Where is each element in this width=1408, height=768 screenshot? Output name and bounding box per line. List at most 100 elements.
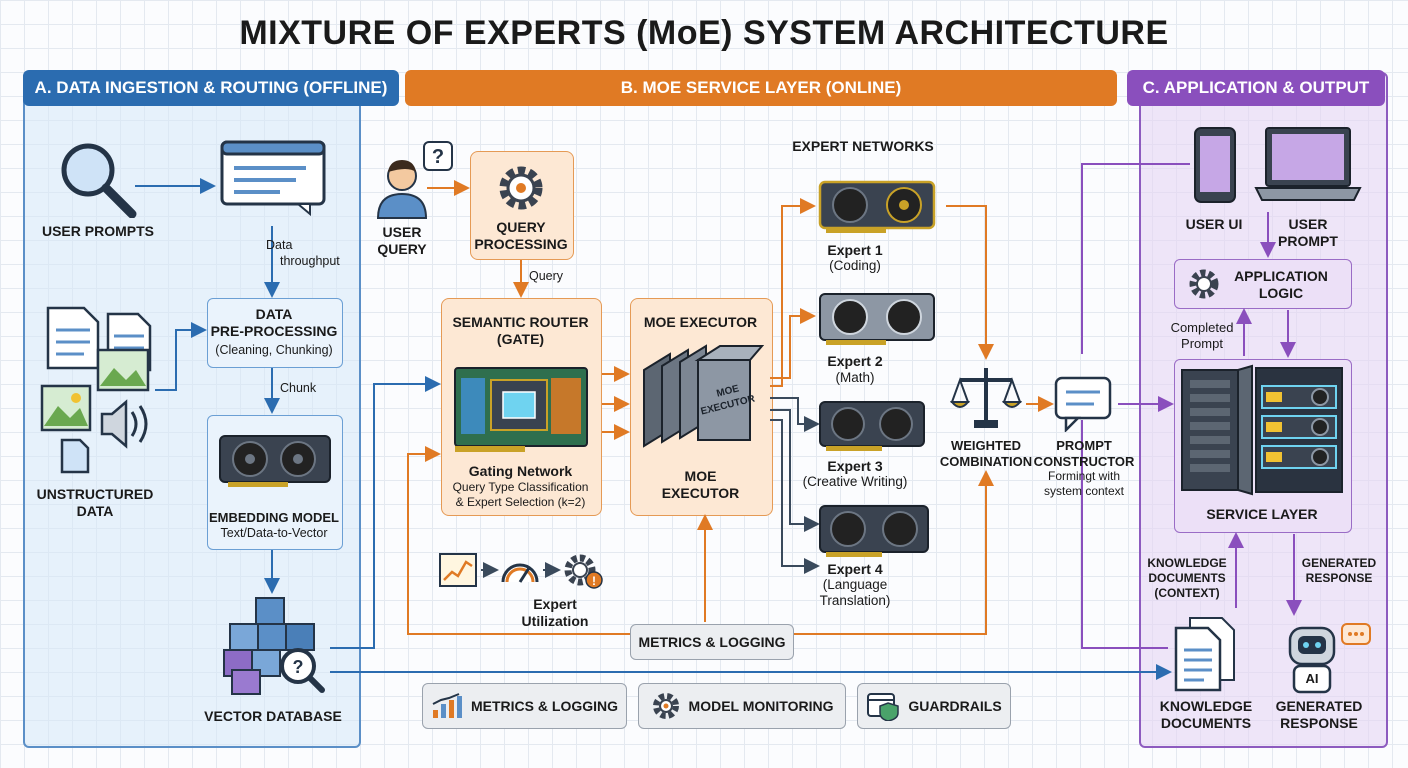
expert-2-gpu-icon — [819, 293, 935, 345]
unstructured-data-icon — [40, 306, 152, 474]
user-prompt-label-1: USER — [1288, 216, 1328, 232]
gating-network-sub-1: Query Type Classification — [452, 480, 589, 494]
balance-scale-icon — [950, 368, 1022, 428]
expert-3-name: Expert 3 — [827, 458, 883, 474]
knowledge-documents-icon — [1174, 617, 1235, 692]
prompt-constructor-2: CONSTRUCTOR — [1033, 454, 1135, 469]
phone-icon — [1194, 127, 1236, 203]
browser-window-icon — [220, 140, 326, 216]
footer-guardrails: GUARDRAILS — [857, 683, 1011, 729]
knowledge-context-3: (CONTEXT) — [1154, 586, 1220, 600]
query-label: Query — [529, 269, 564, 283]
trend-chart-icon — [439, 553, 477, 587]
gear-warning-icon: ! — [564, 554, 603, 589]
expert-4-desc-1: (Language — [822, 577, 888, 592]
query-processing-title-2: PROCESSING — [474, 236, 568, 252]
embedding-model-sub: Text/Data-to-Vector — [220, 526, 328, 540]
laptop-icon — [1254, 127, 1362, 201]
data-throughput-label-1: Data — [266, 238, 293, 252]
completed-prompt-2: Prompt — [1181, 336, 1223, 351]
embedding-gpu-icon — [219, 435, 331, 487]
generated-response-label-2: RESPONSE — [1280, 715, 1358, 731]
preprocessing-title-1: DATA — [255, 306, 293, 322]
prompt-constructor-1: PROMPT — [1056, 438, 1112, 453]
section-a-header: A. DATA INGESTION & ROUTING (OFFLINE) — [23, 70, 399, 106]
knowledge-documents-label-1: KNOWLEDGE — [1159, 698, 1253, 714]
expert-networks-label: EXPERT NETWORKS — [792, 138, 934, 154]
user-query-label-1: USER — [382, 224, 422, 240]
expert-1-name: Expert 1 — [827, 242, 883, 258]
expert-4-desc-2: Translation) — [819, 593, 891, 608]
service-layer-server-icon — [1181, 364, 1343, 496]
gating-network-sub-2: & Expert Selection (k=2) — [455, 495, 586, 509]
expert-utilization-1: Expert — [533, 596, 577, 612]
user-query-icon: ? — [376, 141, 453, 219]
shield-window-icon — [867, 693, 900, 721]
preprocessing-sub: (Cleaning, Chunking) — [215, 343, 333, 357]
footer-metrics-label: METRICS & LOGGING — [471, 698, 618, 714]
footer-guardrails-label: GUARDRAILS — [908, 698, 1002, 714]
completed-prompt-1: Completed — [1170, 320, 1234, 335]
footer-model-monitoring: MODEL MONITORING — [638, 683, 846, 729]
moe-executor-bottom-1: MOE — [684, 468, 717, 484]
preprocessing-title-2: PRE-PROCESSING — [210, 323, 338, 339]
prompt-constructor-sub-2: system context — [1043, 484, 1125, 498]
expert-2-desc: (Math) — [835, 370, 875, 385]
svg-text:?: ? — [432, 146, 444, 168]
prompt-constructor-icon — [1054, 376, 1112, 432]
expert-2-name: Expert 2 — [827, 353, 883, 369]
prompt-constructor-sub-1: Formingt with — [1047, 469, 1121, 483]
ai-badge: AI — [1305, 671, 1319, 686]
knowledge-context-2: DOCUMENTS — [1148, 571, 1226, 585]
section-b-header: B. MOE SERVICE LAYER (ONLINE) — [405, 70, 1117, 106]
unstructured-data-label-2: DATA — [76, 503, 114, 519]
query-processing-title-1: QUERY — [496, 219, 546, 235]
footer-monitoring-label: MODEL MONITORING — [688, 698, 834, 714]
metrics-logging-inline: METRICS & LOGGING — [630, 624, 794, 660]
preprocessing-box — [207, 298, 343, 368]
expert-3-gpu-icon — [819, 401, 925, 451]
moe-executor-title: MOE EXECUTOR — [643, 314, 758, 330]
generated-response-side-2: RESPONSE — [1305, 571, 1373, 585]
expert-4-name: Expert 4 — [827, 561, 883, 577]
magnifier-icon — [61, 143, 137, 218]
weighted-combination-1: WEIGHTED — [950, 438, 1022, 453]
metrics-logging-inline-label: METRICS & LOGGING — [638, 634, 786, 650]
expert-4-gpu-icon — [819, 505, 929, 557]
data-throughput-label-2: throughput — [280, 254, 340, 268]
expert-3-desc: (Creative Writing) — [802, 474, 908, 489]
knowledge-context-1: KNOWLEDGE — [1147, 556, 1227, 570]
query-processing-gear-icon — [499, 166, 543, 210]
unstructured-data-label-1: UNSTRUCTURED — [36, 486, 154, 502]
chunk-label: Chunk — [280, 381, 317, 395]
section-c-header: C. APPLICATION & OUTPUT — [1127, 70, 1385, 106]
ai-robot-icon — [1288, 623, 1371, 694]
app-logic-gear-icon — [1189, 269, 1219, 299]
generated-response-side-1: GENERATED — [1301, 556, 1377, 570]
user-query-label-2: QUERY — [377, 241, 427, 257]
vector-database-label: VECTOR DATABASE — [204, 708, 342, 724]
application-logic-2: LOGIC — [1258, 285, 1304, 301]
user-prompt-label-2: PROMPT — [1278, 233, 1338, 249]
svg-text:?: ? — [293, 657, 304, 677]
monitoring-gear-icon — [652, 693, 679, 719]
expert-1-desc: (Coding) — [829, 258, 881, 273]
page-title: MIXTURE OF EXPERTS (MoE) SYSTEM ARCHITEC… — [239, 14, 1169, 52]
user-ui-label: USER UI — [1185, 216, 1243, 232]
generated-response-label-1: GENERATED — [1275, 698, 1363, 714]
user-prompts-label: USER PROMPTS — [41, 223, 154, 239]
expert-1-gpu-icon — [818, 180, 936, 233]
service-layer-label: SERVICE LAYER — [1206, 506, 1318, 522]
embedding-model-title: EMBEDDING MODEL — [209, 510, 339, 525]
weighted-combination-2: COMBINATION — [939, 454, 1033, 469]
semantic-router-title-2: (GATE) — [496, 331, 545, 347]
gauge-icon — [501, 563, 539, 583]
router-chip-icon — [454, 367, 588, 452]
moe-executor-server-icon — [643, 344, 764, 448]
semantic-router-title-1: SEMANTIC ROUTER — [452, 314, 589, 330]
footer-metrics-logging: METRICS & LOGGING — [422, 683, 627, 729]
svg-text:!: ! — [592, 574, 596, 588]
bar-chart-icon — [432, 693, 462, 718]
knowledge-documents-label-2: DOCUMENTS — [1160, 715, 1252, 731]
